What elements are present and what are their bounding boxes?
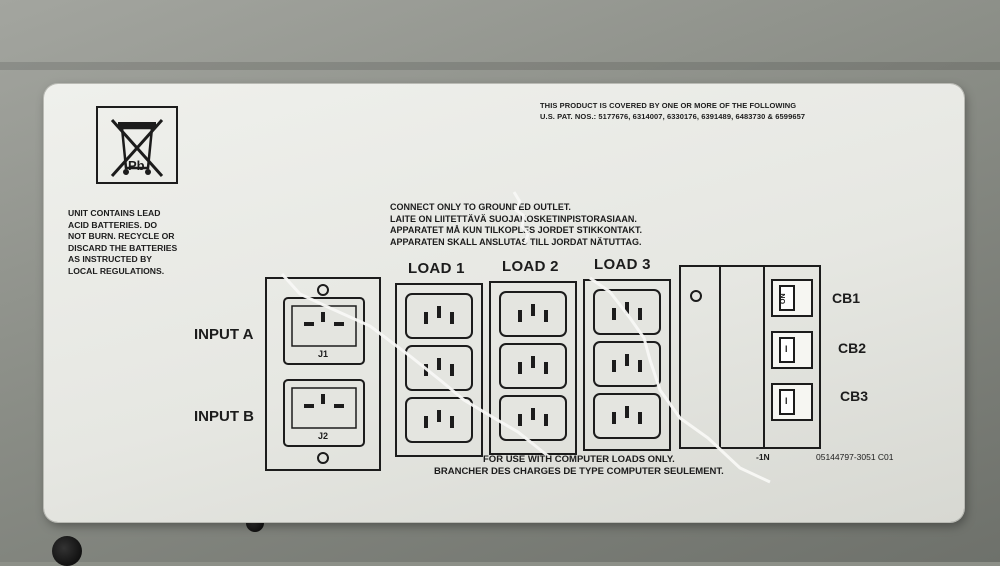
battery-warning-line: UNIT CONTAINS LEAD (68, 208, 161, 218)
patent-line-1: THIS PRODUCT IS COVERED BY ONE OR MORE O… (540, 101, 797, 110)
load-2-title: LOAD 2 (502, 258, 559, 275)
cb2-label: CB2 (838, 340, 867, 356)
footer-line-2: BRANCHER DES CHARGES DE TYPE COMPUTER SE… (434, 466, 724, 477)
input-b-socket[interactable] (283, 379, 365, 447)
circuit-id: -1N (756, 452, 770, 462)
footer-notice: FOR USE WITH COMPUTER LOADS ONLY. BRANCH… (434, 454, 724, 478)
part-number: 05144797-3051 C01 (816, 452, 894, 462)
breaker-switches (771, 279, 813, 421)
input-b-label: INPUT B (194, 408, 254, 425)
load-modules (395, 279, 671, 457)
input-a-label: INPUT A (194, 326, 254, 343)
battery-warning: UNIT CONTAINS LEAD ACID BATTERIES. DO NO… (68, 208, 177, 277)
footer-line-1: FOR USE WITH COMPUTER LOADS ONLY. (483, 454, 675, 465)
grounding-line: CONNECT ONLY TO GROUNDED OUTLET. (390, 202, 571, 212)
load-3-title: LOAD 3 (594, 256, 651, 273)
panel-diagram (265, 191, 821, 484)
input-b-jack-label: J2 (318, 431, 329, 441)
pb-symbol-text: Pb (128, 158, 145, 173)
load-outlets (405, 289, 661, 443)
rear-panel-label: THIS PRODUCT IS COVERED BY ONE OR MORE O… (44, 84, 964, 522)
input-a-jack-label: J1 (318, 349, 329, 359)
patent-line-2: U.S. PAT. NOS.: 5177676, 6314007, 633017… (540, 112, 806, 121)
cb1-switch-text: ON (780, 293, 787, 305)
label-damage (280, 191, 771, 484)
battery-warning-line: AS INSTRUCTED BY (68, 254, 153, 264)
grounding-line: APPARATET MÅ KUN TILKOPLES JORDET STIKKO… (390, 225, 642, 235)
casing-screw-hole (52, 536, 82, 566)
grounding-line: LAITE ON LIITETTÄVÄ SUOJAKOSKETINPISTORA… (390, 213, 637, 224)
cb3-label: CB3 (840, 388, 869, 404)
cb1-label: CB1 (832, 290, 861, 306)
battery-warning-line: ACID BATTERIES. DO (68, 219, 158, 230)
battery-warning-line: DISCARD THE BATTERIES (68, 242, 178, 253)
grounding-line: APPARATEN SKALL ANSLUTAS TILL JORDAT NÄT… (390, 236, 642, 247)
breaker-panel (679, 265, 821, 449)
cb3-switch-text: I (785, 396, 788, 406)
crossed-out-bin-icon (96, 106, 178, 184)
battery-warning-line: LOCAL REGULATIONS. (68, 265, 165, 276)
casing-rib (0, 62, 1000, 70)
patent-notice: THIS PRODUCT IS COVERED BY ONE OR MORE O… (540, 100, 805, 122)
load-1-title: LOAD 1 (408, 260, 465, 277)
battery-warning-line: NOT BURN. RECYCLE OR (68, 231, 175, 241)
grounding-notice: CONNECT ONLY TO GROUNDED OUTLET. LAITE O… (390, 202, 642, 248)
cb2-switch-text: I (785, 344, 788, 354)
input-module (265, 277, 381, 471)
